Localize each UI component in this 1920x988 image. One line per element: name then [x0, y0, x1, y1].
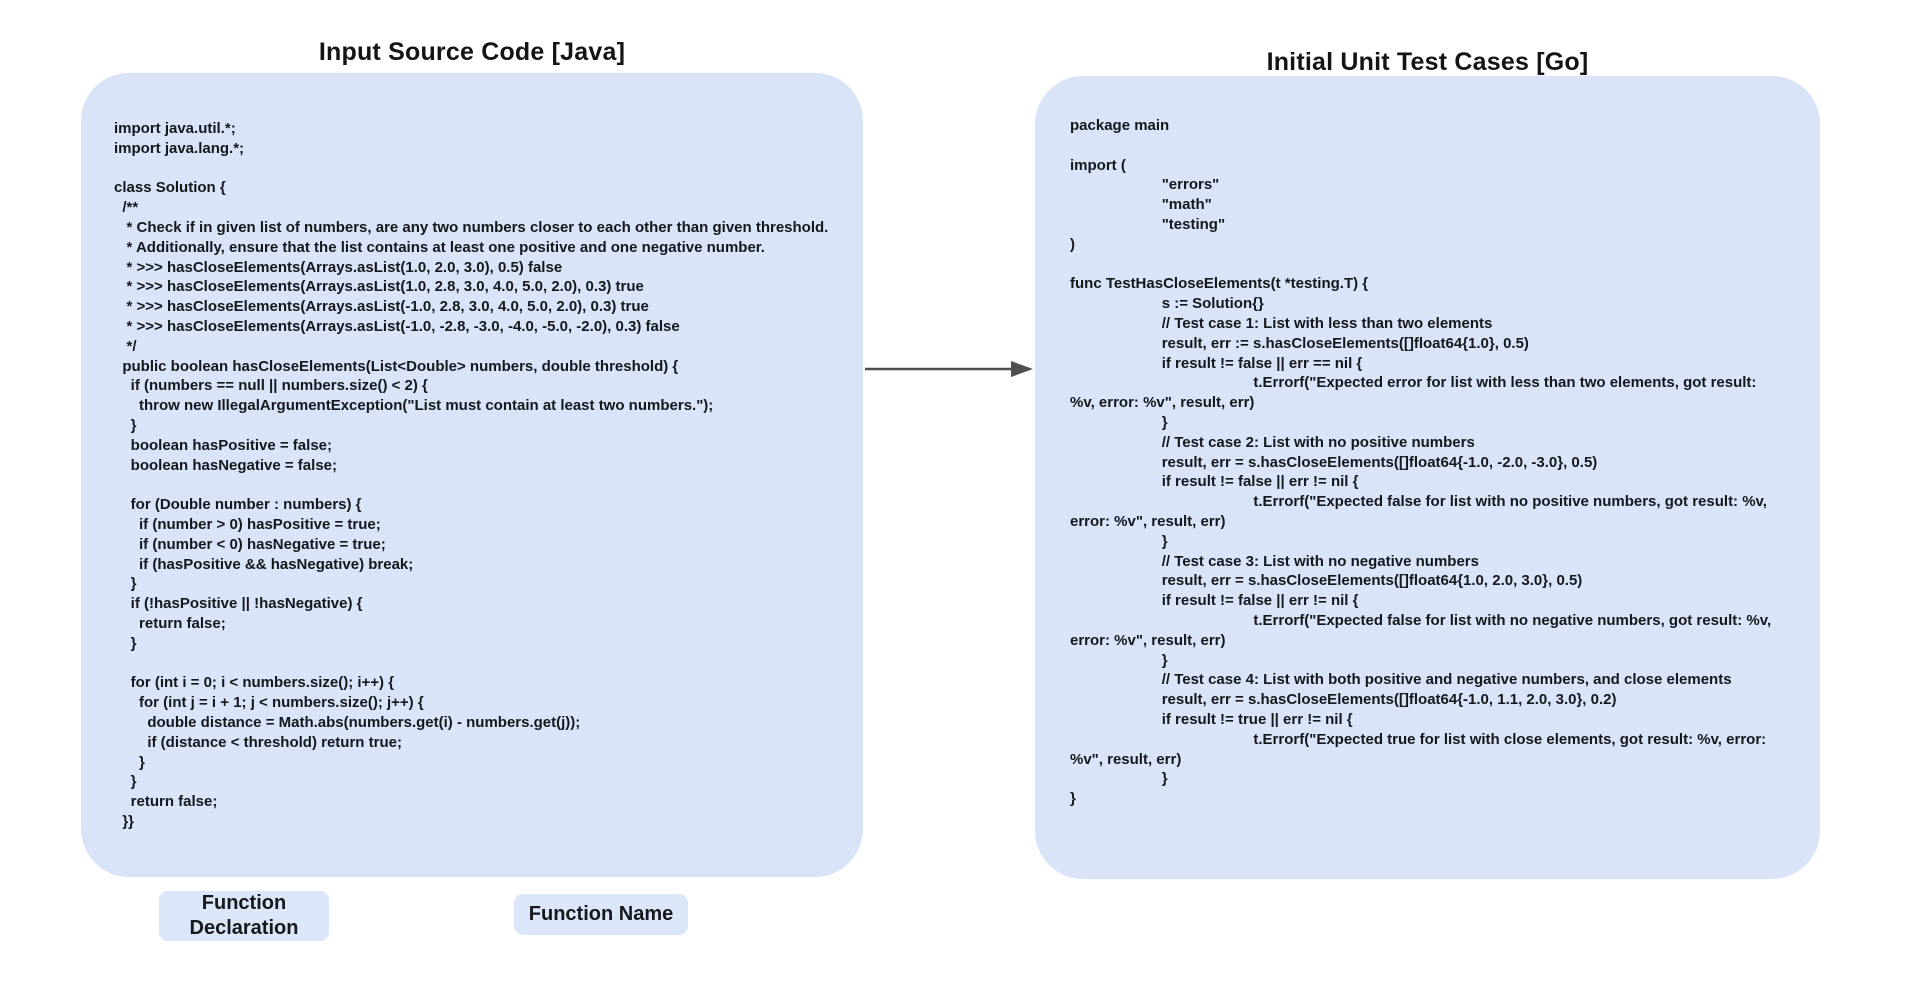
right-panel-title: Initial Unit Test Cases [Go] — [1266, 48, 1589, 76]
java-source-panel: import java.util.*; import java.lang.*; … — [81, 73, 863, 877]
function-declaration-label: Function Declaration — [159, 891, 329, 941]
go-unit-test-code: package main import ( "errors" "math" "t… — [1070, 117, 1772, 808]
go-unit-tests-panel: package main import ( "errors" "math" "t… — [1035, 76, 1820, 879]
java-source-code: import java.util.*; import java.lang.*; … — [114, 120, 829, 830]
right-arrow-icon — [865, 361, 1033, 377]
function-name-label: Function Name — [514, 894, 688, 935]
left-panel-title: Input Source Code [Java] — [318, 38, 626, 66]
